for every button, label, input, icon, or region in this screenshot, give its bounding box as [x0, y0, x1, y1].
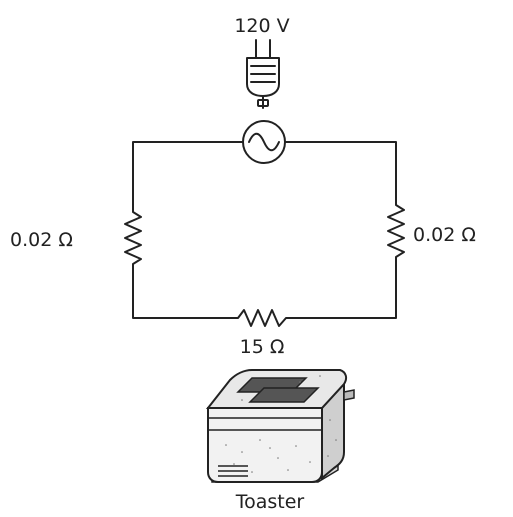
left-resistor-label: 0.02 Ω — [10, 229, 73, 251]
toaster-icon — [205, 369, 355, 483]
toaster-label: Toaster — [235, 491, 305, 513]
circuit-wires — [132, 141, 397, 319]
left-resistor — [124, 204, 142, 273]
right-resistor — [387, 197, 405, 266]
bottom-resistor — [231, 309, 293, 327]
right-resistor-label: 0.02 Ω — [413, 224, 476, 246]
voltage-label: 120 V — [234, 15, 289, 37]
bottom-resistor-label: 15 Ω — [240, 336, 285, 358]
ac-source-symbol — [242, 120, 286, 164]
plug-icon — [246, 39, 280, 109]
